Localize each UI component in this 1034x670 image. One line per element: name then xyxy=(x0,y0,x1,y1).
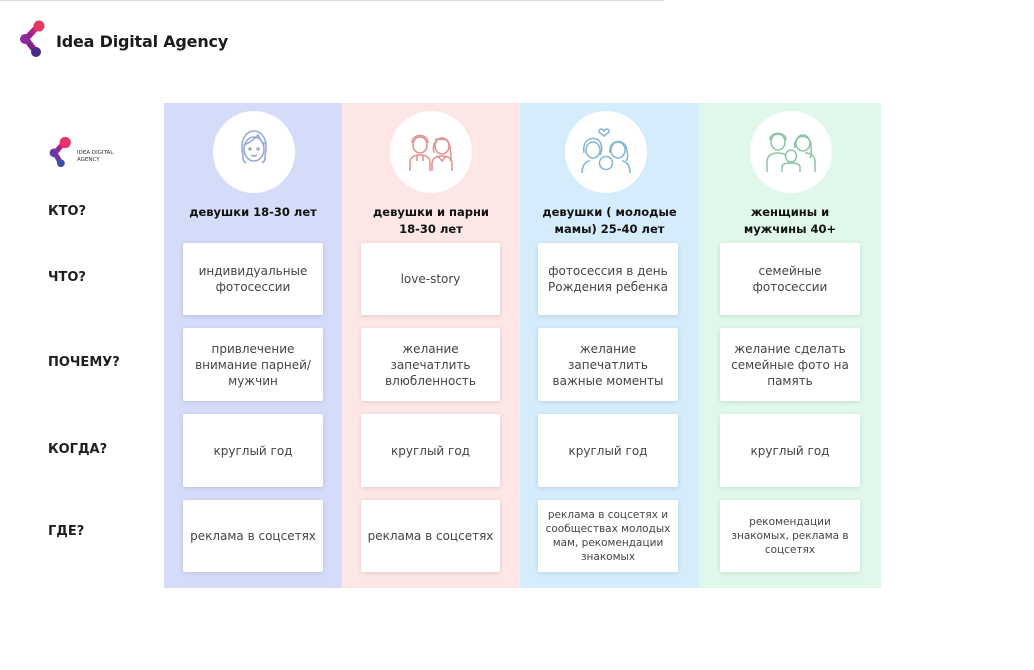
card-what: фотосессия в день Рождения ребенка xyxy=(538,243,678,315)
card-when: круглый год xyxy=(183,414,323,487)
card-what: love-story xyxy=(361,243,500,315)
family-child-avatar xyxy=(565,111,647,193)
girl-icon xyxy=(231,127,277,178)
girl-avatar xyxy=(213,111,295,193)
card-when: круглый год xyxy=(720,414,860,487)
mother-child-icon xyxy=(578,125,634,180)
column-title: женщины и мужчины 40+ xyxy=(743,205,837,236)
card-where: реклама в соцсетях xyxy=(183,500,323,572)
family-avatar xyxy=(750,111,832,193)
card-why: желание запечатлить влюбленность xyxy=(361,328,500,401)
column-couples: девушки и парни 18-30 лет love-story жел… xyxy=(342,103,520,588)
small-logo: IDEA DIGITAL AGENCY xyxy=(47,133,117,176)
top-divider xyxy=(0,0,664,1)
column-girls: девушки 18-30 лет индивидуальные фотосес… xyxy=(164,103,342,588)
brand-header: Idea Digital Agency xyxy=(18,20,228,63)
card-when: круглый год xyxy=(538,414,678,487)
brand-logo-icon xyxy=(18,20,48,63)
couple-avatar xyxy=(390,111,472,193)
column-title: девушки 18-30 лет xyxy=(189,205,317,219)
row-label-where: ГДЕ? xyxy=(48,524,85,539)
card-where: реклама в соцсетях xyxy=(361,500,500,572)
family-icon xyxy=(763,126,819,179)
row-label-why: ПОЧЕМУ? xyxy=(48,355,120,370)
card-where: реклама в соцсетях и сообществах молодых… xyxy=(538,500,678,572)
brand-title: Idea Digital Agency xyxy=(56,32,229,51)
card-what: индивидуальные фотосессии xyxy=(183,243,323,315)
column-adults: женщины и мужчины 40+ семейные фотосесси… xyxy=(699,103,881,588)
card-why: привлечение внимание парней/мужчин xyxy=(183,328,323,401)
column-title: девушки и парни 18-30 лет xyxy=(373,205,489,236)
row-label-when: КОГДА? xyxy=(48,442,108,457)
card-what: семейные фотосессии xyxy=(720,243,860,315)
card-why: желание сделать семейные фото на память xyxy=(720,328,860,401)
small-logo-text: IDEA DIGITAL AGENCY xyxy=(77,150,114,163)
card-why: желание запечатлить важные моменты xyxy=(538,328,678,401)
column-moms: девушки ( молодые мамы) 25-40 лет фотосе… xyxy=(520,103,699,588)
row-label-who: КТО? xyxy=(48,204,87,219)
column-title: девушки ( молодые мамы) 25-40 лет xyxy=(542,205,677,236)
row-label-what: ЧТО? xyxy=(48,270,86,285)
small-logo-icon xyxy=(47,133,73,176)
couple-icon xyxy=(404,127,458,178)
card-when: круглый год xyxy=(361,414,500,487)
card-where: рекомендации знакомых, реклама в соцсетя… xyxy=(720,500,860,572)
